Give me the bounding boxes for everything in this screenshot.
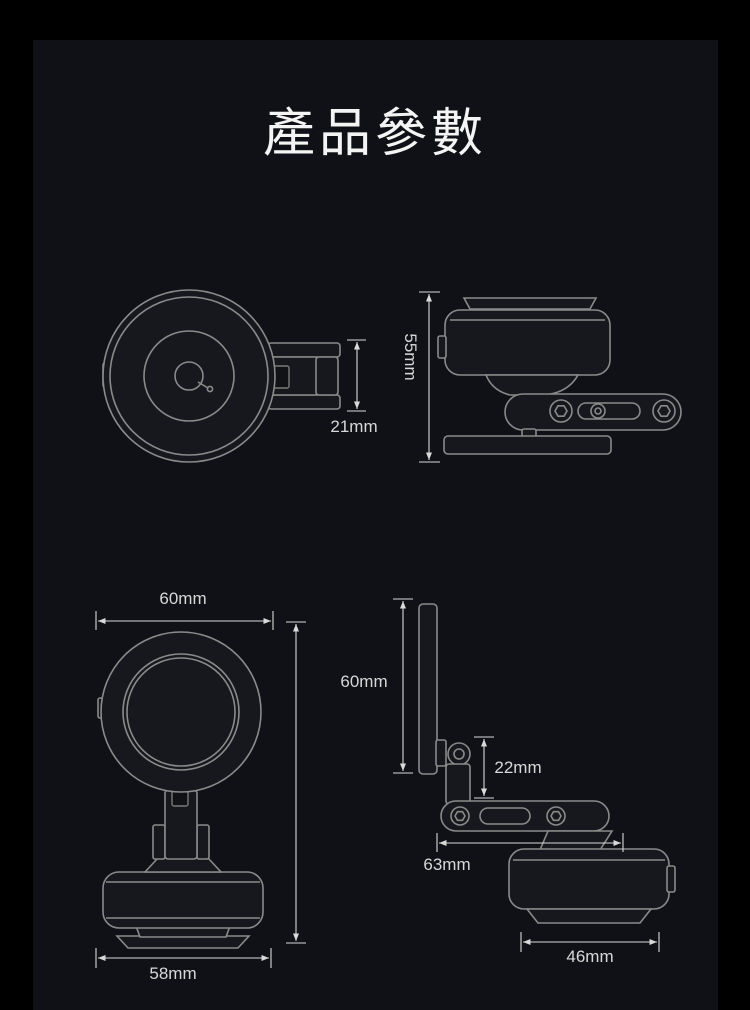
dimension-60mm-height: 60mm bbox=[340, 672, 387, 691]
dimension-22mm: 22mm bbox=[494, 758, 541, 777]
page-title: 產品參數 bbox=[262, 104, 487, 164]
top-view-drawing bbox=[102, 289, 341, 463]
dimension-58mm: 58mm bbox=[149, 964, 196, 983]
dimension-46mm: 46mm bbox=[566, 947, 613, 966]
dimension-lines bbox=[95, 291, 660, 968]
front-view-drawing bbox=[97, 631, 264, 949]
dimension-60mm-width: 60mm bbox=[159, 589, 206, 608]
dimension-63mm: 63mm bbox=[423, 855, 470, 874]
dimension-21mm: 21mm bbox=[330, 417, 377, 436]
dimension-55mm: 55mm bbox=[401, 333, 420, 380]
side-view-drawing bbox=[437, 297, 682, 455]
folded-view-drawing bbox=[418, 603, 676, 924]
